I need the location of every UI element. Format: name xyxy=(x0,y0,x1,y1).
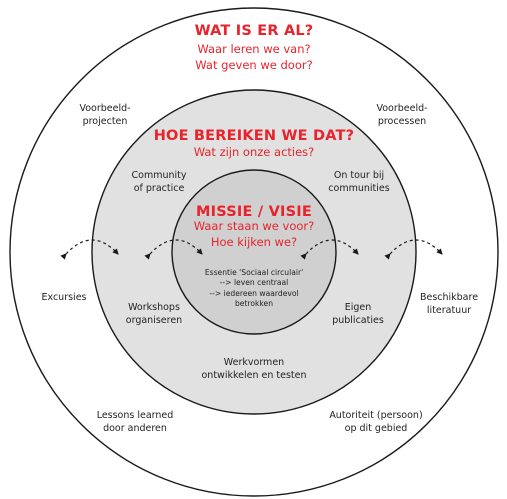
outer-item-autoriteit: Autoriteit (persoon) op dit gebied xyxy=(329,410,423,434)
outer-ring-subtitle: Waar leren we van? Wat geven we door? xyxy=(195,42,313,72)
inner-circle-body: Essentie 'Sociaal circulair' --> leven c… xyxy=(204,268,304,308)
curved-dashed-arrow-icon xyxy=(60,239,119,260)
outer-item-excursies: Excursies xyxy=(41,292,87,303)
inner-circle-title: MISSIE / VISIE xyxy=(196,204,312,220)
curved-dashed-arrow-icon xyxy=(384,239,443,260)
middle-item-werkvormen: Werkvormen ontwikkelen en testen xyxy=(201,357,307,381)
middle-item-workshops: Workshops organiseren xyxy=(125,302,183,326)
outer-ring-title: WAT IS ER AL? xyxy=(194,23,314,39)
outer-item-beschikbare-literatuur: Beschikbare literatuur xyxy=(419,292,479,316)
outer-item-lessons-learned: Lessons learned door anderen xyxy=(96,410,174,434)
curved-dashed-arrow-icon xyxy=(144,239,203,260)
middle-ring-subtitle: Wat zijn onze acties? xyxy=(193,145,315,159)
outer-item-voorbeeldprojecten: Voorbeeld- projecten xyxy=(79,103,131,127)
middle-item-eigen-publicaties: Eigen publicaties xyxy=(332,302,384,326)
middle-ring-title: HOE BEREIKEN WE DAT? xyxy=(153,128,355,144)
outer-item-voorbeeldprocessen: Voorbeeld- processen xyxy=(376,103,428,127)
middle-item-on-tour: On tour bij communities xyxy=(328,170,390,194)
middle-item-community-of-practice: Community of practice xyxy=(131,170,187,194)
inner-circle-subtitle: Waar staan we voor? Hoe kijken we? xyxy=(193,219,315,249)
curved-dashed-arrow-icon xyxy=(300,239,359,260)
